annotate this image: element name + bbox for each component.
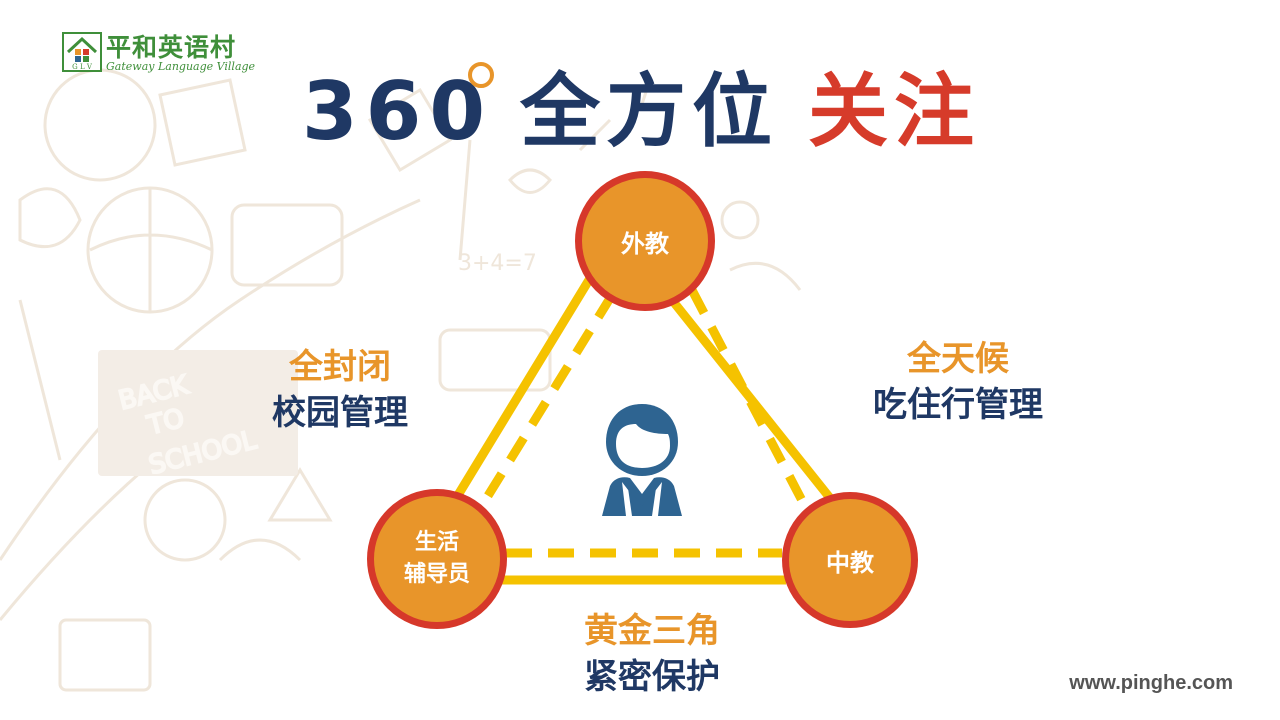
brand-logo[interactable]: G L V 平和英语村 Gateway Language Village bbox=[62, 30, 302, 76]
title-main: 全方位 bbox=[520, 65, 778, 158]
title-accent: 关注 bbox=[808, 65, 980, 158]
node-chinese-teacher: 中教 bbox=[782, 492, 918, 628]
logo-name-chinese: 平和英语村 bbox=[106, 33, 237, 62]
edge-right-outer bbox=[664, 292, 834, 501]
book-doodle bbox=[158, 78, 247, 167]
label-closed-campus-line1: 全封闭 bbox=[289, 347, 391, 387]
degree-symbol bbox=[468, 62, 494, 88]
edge-left-outer bbox=[451, 272, 596, 503]
label-all-weather-line1: 全天候 bbox=[907, 339, 1009, 379]
house-logo-icon: G L V bbox=[62, 32, 102, 72]
logo-name-english: Gateway Language Village bbox=[106, 60, 256, 73]
student-person-icon bbox=[602, 404, 682, 516]
triangle-ruler-doodle bbox=[267, 467, 333, 522]
backpack-doodle bbox=[230, 203, 344, 287]
bus-doodle bbox=[438, 328, 552, 392]
label-golden-triangle-line2: 紧密保护 bbox=[584, 657, 720, 697]
label-golden-triangle: 黄金三角 紧密保护 bbox=[552, 608, 752, 700]
smiley-doodle bbox=[720, 200, 760, 240]
node-foreign-teacher: 外教 bbox=[575, 171, 715, 311]
node-life-counselor: 生活 辅导员 bbox=[367, 489, 507, 629]
node-chinese-teacher-label: 中教 bbox=[826, 548, 874, 577]
label-all-weather-line2: 吃住行管理 bbox=[873, 385, 1043, 425]
heart-doodle bbox=[507, 168, 553, 194]
node-life-counselor-line2: 辅导员 bbox=[403, 562, 470, 587]
title-number: 360 bbox=[302, 65, 493, 158]
label-closed-campus: 全封闭 校园管理 bbox=[250, 344, 430, 436]
label-all-weather: 全天候 吃住行管理 bbox=[848, 336, 1068, 428]
node-foreign-teacher-label: 外教 bbox=[621, 229, 669, 258]
label-closed-campus-line2: 校园管理 bbox=[272, 393, 408, 433]
equation-doodle: 3+4=7 bbox=[458, 251, 537, 276]
label-golden-triangle-line1: 黄金三角 bbox=[584, 611, 720, 651]
node-life-counselor-line1: 生活 bbox=[414, 530, 459, 555]
back-to-school-sign bbox=[98, 350, 298, 476]
logo-mark-letters: G L V bbox=[72, 63, 93, 71]
website-url[interactable]: www.pinghe.com bbox=[1069, 672, 1233, 694]
edge-left-inner bbox=[474, 292, 616, 515]
